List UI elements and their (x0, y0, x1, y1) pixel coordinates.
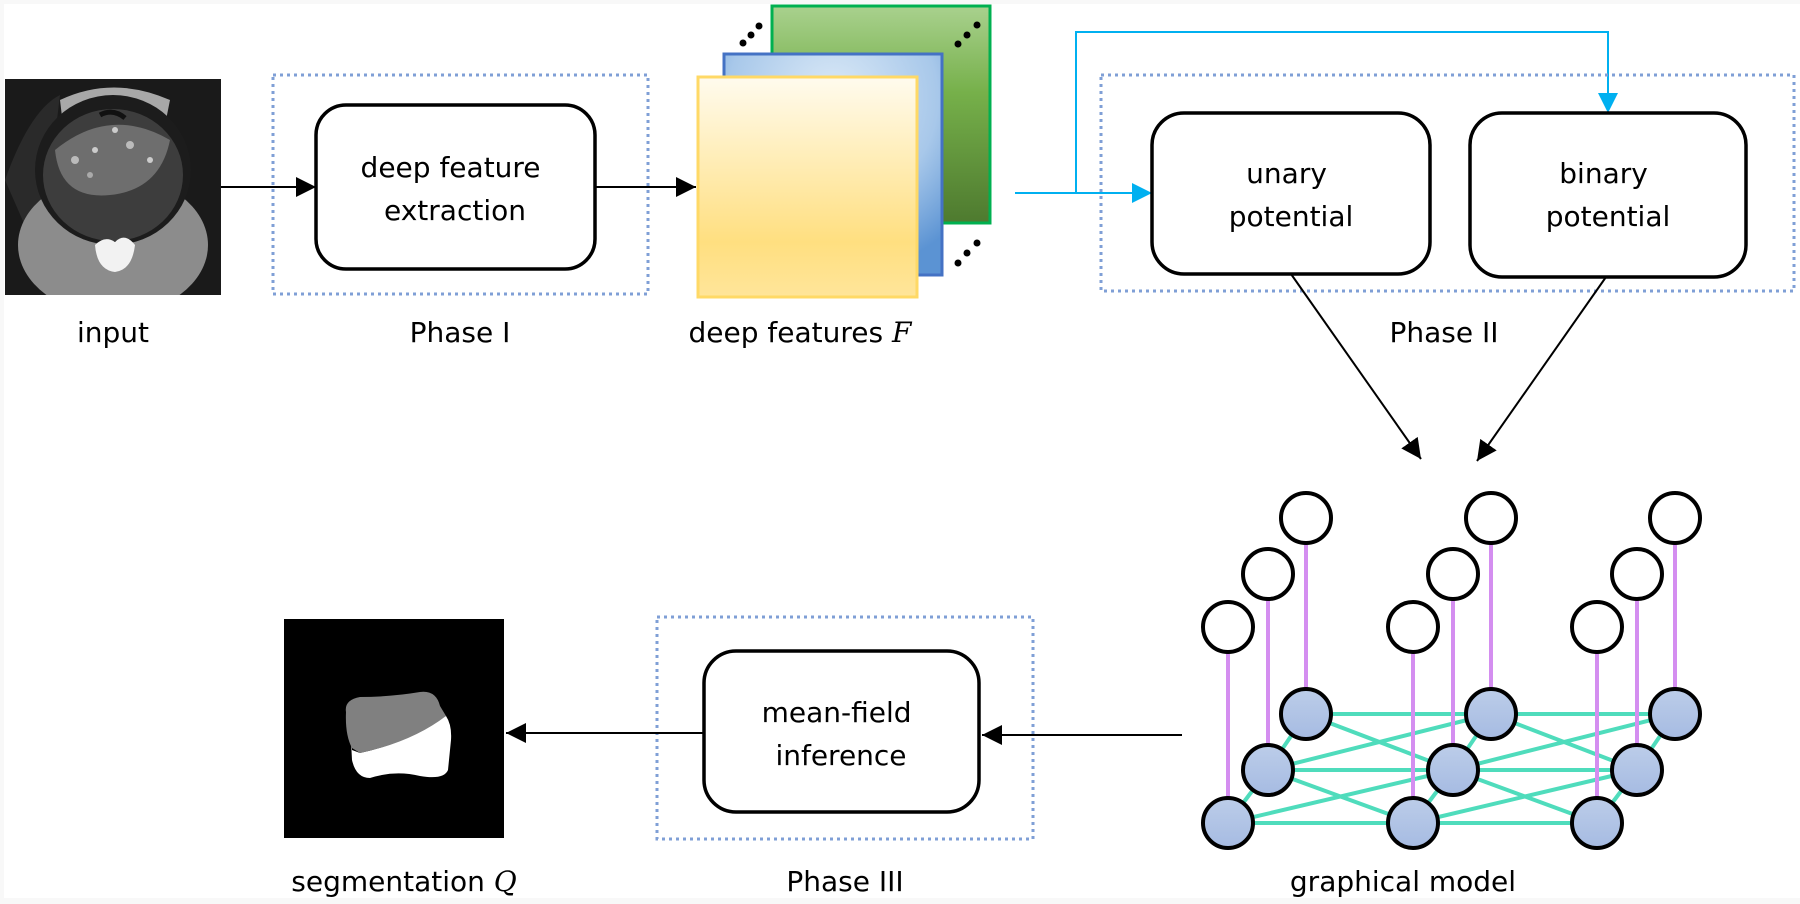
phase3-label: Phase III (786, 865, 903, 898)
observed-node (1201, 600, 1255, 654)
deep-feature-extraction-box (314, 103, 597, 271)
observed-node (1648, 491, 1702, 545)
hidden-node (1464, 687, 1518, 741)
input-mri-image (5, 79, 221, 295)
phase1-label: Phase I (410, 316, 511, 349)
input-label: input (77, 316, 149, 349)
observed-node (1241, 547, 1295, 601)
observed-node (1570, 600, 1624, 654)
deep-features-text: deep features (689, 316, 892, 349)
phase2-region (1099, 73, 1796, 293)
observed-node (1426, 547, 1480, 601)
hidden-node (1426, 743, 1480, 797)
hidden-node (1386, 796, 1440, 850)
observed-node (1464, 491, 1518, 545)
segmentation-output-image (284, 619, 504, 838)
hidden-node (1201, 796, 1255, 850)
unary-potential-label: unary potential (1229, 157, 1354, 233)
hidden-node (1570, 796, 1624, 850)
segmentation-text: segmentation (291, 865, 494, 898)
ellipsis-dots-top-right (954, 21, 981, 48)
deep-feature-extraction-label: deep feature extraction (361, 151, 550, 227)
ellipsis-dots-top-left (739, 22, 763, 47)
unary-potential-box (1150, 111, 1432, 276)
deep-features-label: deep features F (689, 316, 913, 349)
phase2-label: Phase II (1389, 316, 1498, 349)
arrow-unary-to-model (1290, 273, 1422, 460)
arrow-features-to-binary (1075, 31, 1618, 193)
graphical-model (1201, 491, 1702, 850)
segmentation-region-gray (345, 691, 446, 753)
binary-potential-label: binary potential (1546, 157, 1671, 233)
hidden-node (1241, 743, 1295, 797)
binary-potential-box (1468, 111, 1748, 279)
observed-node (1279, 491, 1333, 545)
mean-field-inference-box (702, 649, 981, 814)
feature-map-yellow (696, 75, 919, 299)
hidden-node (1610, 743, 1664, 797)
graphical-model-label: graphical model (1290, 865, 1516, 898)
hidden-node (1279, 687, 1333, 741)
deep-feature-maps (696, 4, 992, 299)
arrow-binary-to-model (1476, 276, 1607, 462)
mean-field-inference-label: mean-field inference (762, 696, 921, 772)
segmentation-label: segmentation Q (291, 865, 517, 898)
hidden-node (1648, 687, 1702, 741)
ellipsis-dots-bottom-right (954, 239, 981, 267)
phase1-region (271, 73, 650, 296)
phase3-region (655, 615, 1035, 841)
segmentation-region-white (350, 716, 452, 778)
segmentation-symbol: Q (494, 865, 517, 898)
observed-node (1610, 547, 1664, 601)
deep-features-symbol: F (891, 316, 913, 349)
observed-node (1386, 600, 1440, 654)
